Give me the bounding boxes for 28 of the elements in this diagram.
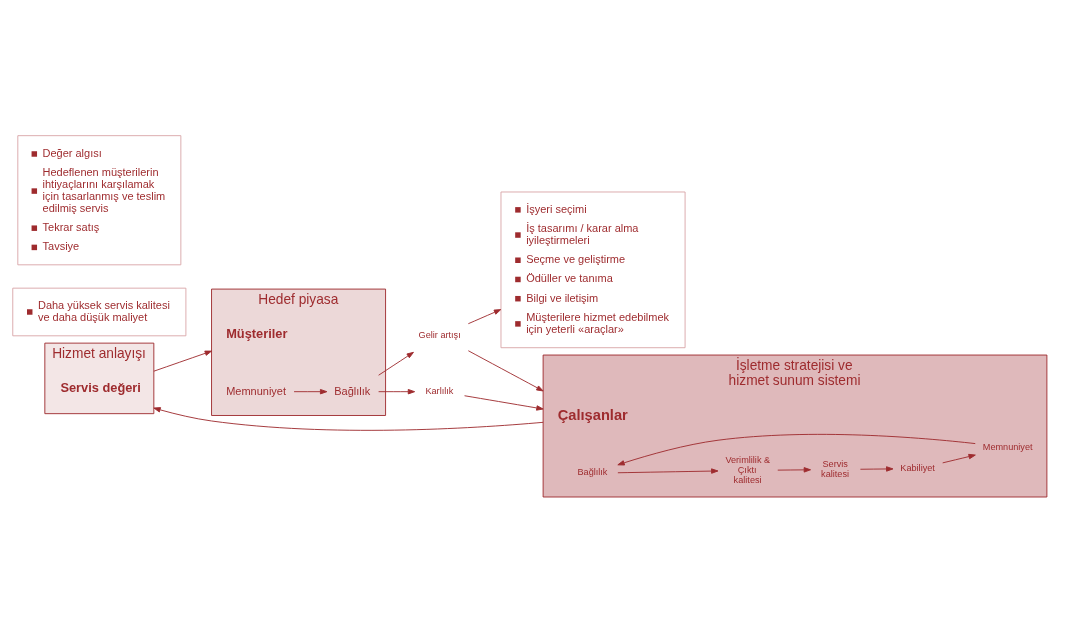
arrow <box>153 407 544 431</box>
arrow <box>777 467 811 473</box>
node-text: Servis kalitesi <box>821 458 850 479</box>
node-text: Gelir artışı <box>418 330 461 341</box>
arrow <box>378 351 414 376</box>
node-text: Memnuniyet <box>982 441 1033 452</box>
node-text: Kabiliyet <box>900 462 935 473</box>
node-text: Müşteriler <box>226 326 288 342</box>
arrow <box>464 395 544 411</box>
arrow <box>467 350 544 392</box>
arrow <box>617 433 976 466</box>
arrow <box>153 350 212 372</box>
node-box: Değer algısı Hedeflenen müşterilerin ihtiyaçlarını karşılamak için tasarlanmış ve teslim edilmiş servis Tekrar satış Tavsiye <box>17 135 182 266</box>
node-box: İşyeri seçimi İş tasarımı / karar alma iyileştirmeleri Seçme ve geliştirme Ödüller ve tanıma Bilgi ve iletişim Müşterilere hizmet edebilmek için yeterli «araçlar» <box>500 191 686 349</box>
arrow <box>859 466 894 472</box>
arrow <box>293 388 328 395</box>
arrow <box>378 388 416 395</box>
arrow <box>942 453 976 464</box>
arrow <box>617 468 719 474</box>
node-text: Çalışanlar <box>557 406 628 423</box>
node-text: Bağlılık <box>577 467 608 478</box>
node-box: Daha yüksek servis kalitesi ve daha düşük maliyet <box>12 287 187 337</box>
node-text: Servis değeri <box>60 380 141 396</box>
node-text: Verimlilik & Çıktı kalitesi <box>725 454 771 485</box>
node-text: Karlılık <box>425 385 454 396</box>
arrow <box>467 309 502 325</box>
node-text: Bağlılık <box>334 384 371 397</box>
node-text: Memnuniyet <box>226 384 287 397</box>
